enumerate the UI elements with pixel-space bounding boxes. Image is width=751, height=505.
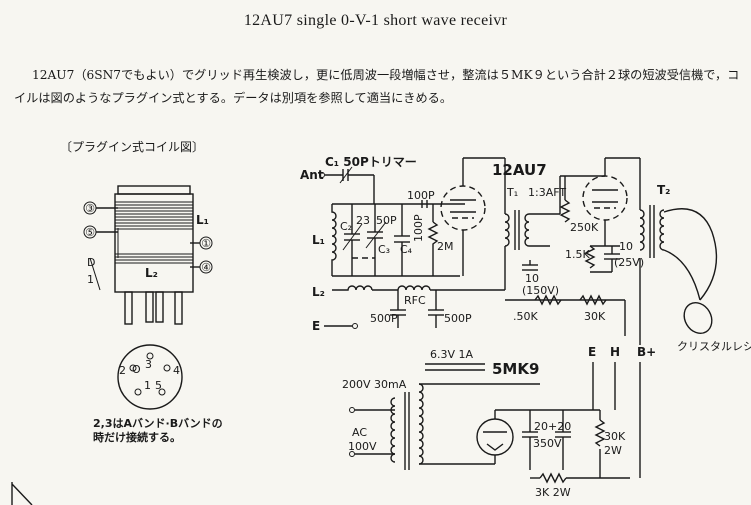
socket-pin-1: 1 xyxy=(144,379,151,392)
page-title: 12AU7 single 0-V-1 short wave receivr xyxy=(243,12,508,29)
coil-pin xyxy=(145,291,154,323)
c2-value: 23 xyxy=(356,214,370,227)
res-50k-label: .50K xyxy=(513,310,538,323)
power-transformer-secondary xyxy=(418,383,424,465)
phones-cord xyxy=(663,208,718,301)
filter-caps-volt: 350V xyxy=(533,437,562,450)
ac-label: AC xyxy=(352,426,367,439)
heater-label: 6.3V 1A xyxy=(430,348,474,361)
ant-label: Ant xyxy=(300,168,324,182)
cap-150-label: 10 xyxy=(525,272,539,285)
pin-3-marker xyxy=(83,201,97,215)
hv-label: 200V 30mA xyxy=(342,378,407,391)
c4-label: C₄ xyxy=(400,243,413,256)
cathode-res-label: 1.5K xyxy=(565,248,590,261)
rfc-choke xyxy=(397,285,431,291)
coil-1-label: 1 xyxy=(87,273,94,286)
socket-pin-4: 4 xyxy=(173,364,180,377)
phones-label: クリスタルレシーバー xyxy=(677,340,751,353)
coil-l2-label: L₂ xyxy=(145,266,158,280)
rectifier-label: 5MK9 xyxy=(492,360,539,378)
l1-label: L₁ xyxy=(312,233,325,247)
t1-primary xyxy=(504,213,510,247)
coil-pin xyxy=(155,291,164,323)
coil-l2-winding xyxy=(115,253,193,264)
coil-pin xyxy=(174,291,183,325)
tube-1-envelope xyxy=(440,185,486,231)
t1-ratio: 1:3AFT xyxy=(528,186,566,199)
description-paragraph: 12AU7（6SN7でもよい）でグリッド再生検波し，更に低周波一段増幅させ，整流… xyxy=(14,68,740,105)
c4-value: 100P xyxy=(412,214,425,242)
coil-socket-bottom-view: 2 3 4 1 5 O xyxy=(117,344,183,410)
c1-label: C₁ 50Pトリマー xyxy=(325,155,417,169)
cathode-cap-label: 10 xyxy=(619,240,633,253)
cathode-resistor xyxy=(584,245,596,269)
grid-cap-label: 100P xyxy=(407,189,435,202)
terminal-h: H xyxy=(610,345,620,359)
pin-3-label: ③ xyxy=(85,202,95,215)
coil-d-label: D xyxy=(87,256,95,269)
pin-5-label: ⑤ xyxy=(85,226,95,239)
resistor-30k xyxy=(579,294,607,306)
resistor-50k xyxy=(534,294,562,306)
coil-pin xyxy=(124,291,133,325)
t1-secondary xyxy=(524,213,530,247)
power-transformer-primary xyxy=(390,397,396,463)
pin-1-marker xyxy=(199,236,213,250)
t2-primary xyxy=(639,209,645,251)
bleeder-resistor xyxy=(594,419,606,447)
bypass-left-label: 500P xyxy=(370,312,398,325)
c3-value: 50P xyxy=(376,214,397,227)
res-30k-label: 30K xyxy=(584,310,606,323)
coil-l1-label: L₁ xyxy=(196,213,209,227)
tube-label: 12AU7 xyxy=(492,161,547,179)
terminal-e: E xyxy=(588,345,596,359)
antenna-terminal xyxy=(319,172,325,178)
pin-5-marker xyxy=(83,225,97,239)
bleeder-label: 30K xyxy=(604,430,626,443)
c2-label: C₂ xyxy=(340,220,352,233)
socket-pin-o: O xyxy=(132,363,141,376)
coil-cap xyxy=(117,185,191,195)
terminal-bplus: B+ xyxy=(637,345,656,359)
grid-res-label: 2M xyxy=(437,240,454,253)
t2-secondary xyxy=(659,209,665,251)
l2-label: L₂ xyxy=(312,285,325,299)
power-supply-circuit: 6.3V 1A 5MK9 200V 30mA AC 100V 2 xyxy=(342,300,656,499)
l2-coil xyxy=(332,285,373,291)
socket-pin-2: 2 xyxy=(119,364,126,377)
filter-caps-label: 20+20 xyxy=(534,420,571,433)
coil-l1-winding xyxy=(115,201,193,230)
pin-4-marker xyxy=(199,260,213,274)
series-resistor xyxy=(539,472,567,484)
rfc-label: RFC xyxy=(404,294,426,307)
cap-150-volt: (150V) xyxy=(522,284,559,297)
t2-label: T₂ xyxy=(657,183,670,197)
crystal-receiver-icon xyxy=(683,301,713,335)
t1-label: T₁ xyxy=(506,186,518,199)
l1-coil xyxy=(331,204,337,276)
coil-figure-title: 〔プラグイン式コイル図〕 xyxy=(60,140,205,154)
socket-outline xyxy=(117,344,183,410)
socket-note: 2,3はAバンド·Bバンドの時だけ接続する。 xyxy=(93,417,223,444)
pin-1-label: ① xyxy=(201,237,211,250)
cathode-cap-volt: (25V) xyxy=(614,256,644,269)
corner-mark xyxy=(11,482,33,505)
receiver-circuit: Ant C₁ 50Pトリマー L₁ C₂ 23 50P C₃ xyxy=(300,155,751,353)
socket-pin-5: 5 xyxy=(155,379,162,392)
pin-4-label: ④ xyxy=(201,261,211,274)
e-label: E xyxy=(312,319,320,333)
grid-leak-resistor xyxy=(427,221,439,276)
tube-2-envelope xyxy=(582,175,628,221)
plugin-coil-figure: ③ ⑤ ① ④ L₁ L₂ D 1 xyxy=(83,185,213,325)
c3-label: C₃ xyxy=(378,243,390,256)
plate-resistor xyxy=(559,199,571,223)
plate-res-label: 250K xyxy=(570,221,599,234)
bleeder-watt: 2W xyxy=(604,444,622,457)
ac-volt-label: 100V xyxy=(348,440,377,453)
bypass-right-label: 500P xyxy=(444,312,472,325)
series-res-label: 3K 2W xyxy=(535,486,571,499)
socket-pin-3: 3 xyxy=(145,358,152,371)
